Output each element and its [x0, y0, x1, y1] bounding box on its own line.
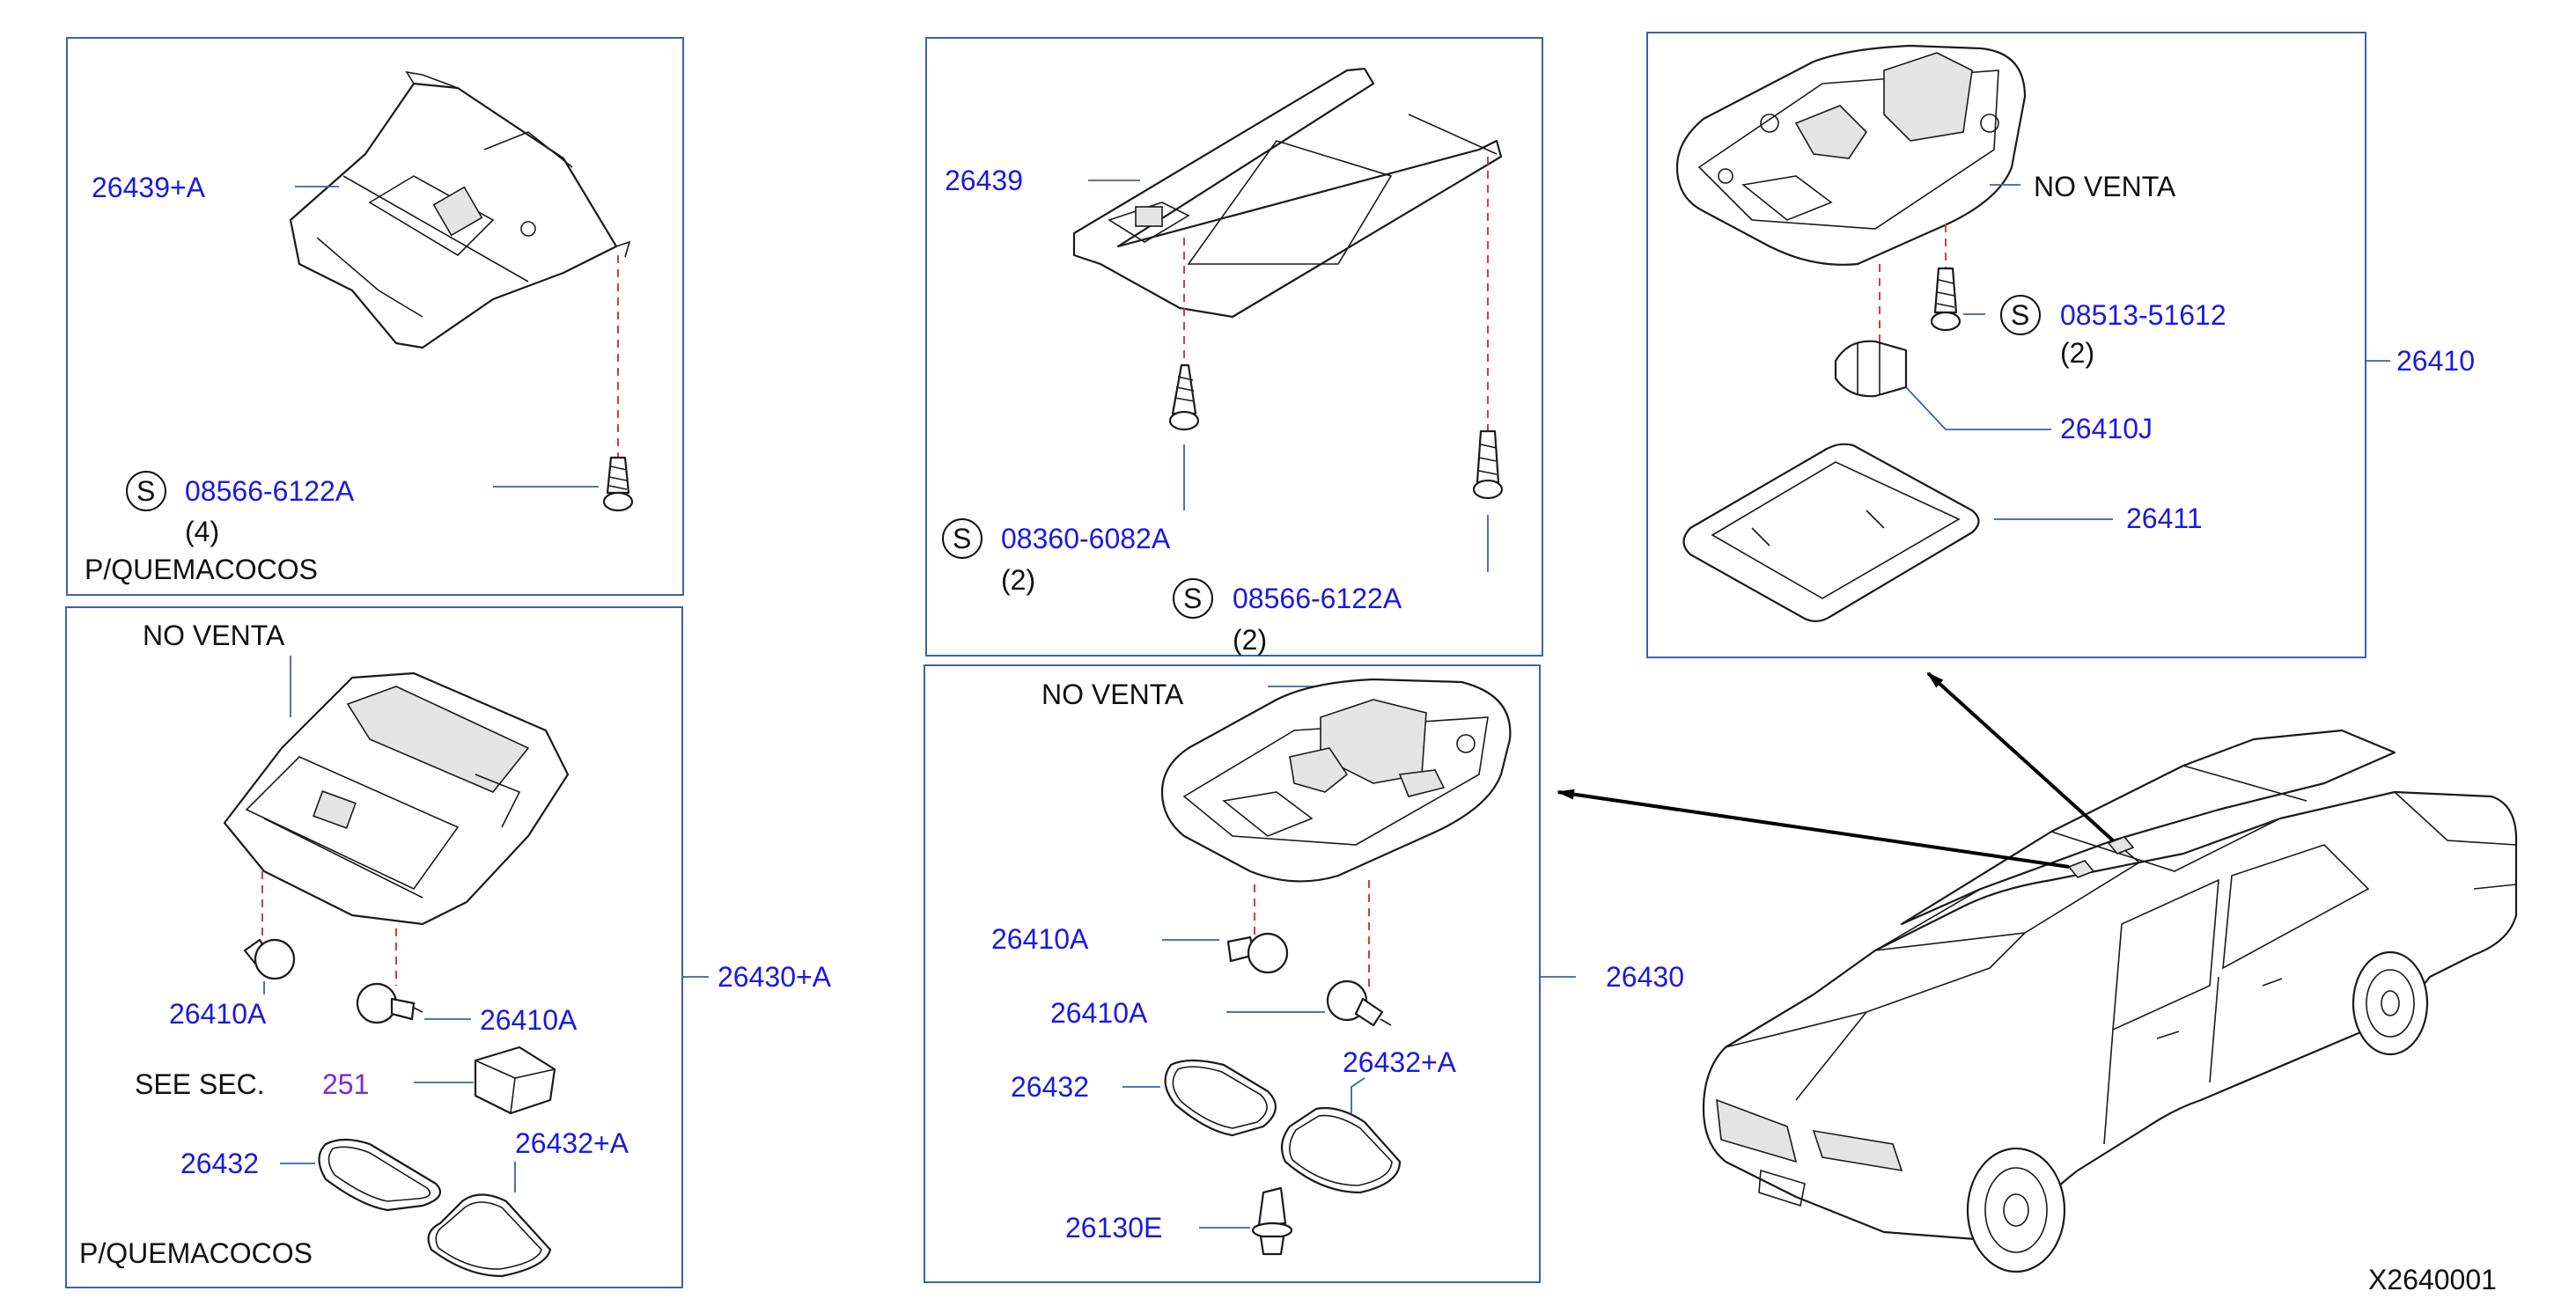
panel-top-left: 26439+A S 08566-6122A (4) P/QUEMACOCOS	[66, 37, 684, 596]
screw1-quantity: (2)	[1001, 564, 1035, 596]
bulb-left	[243, 938, 296, 980]
gasket-right	[427, 1193, 552, 1278]
note-p-quemacocos: P/QUEMACOCOS	[79, 1237, 313, 1269]
sunroof-lamp-housing	[223, 671, 570, 926]
screw-symbol: S	[136, 475, 155, 507]
bulb-26410j	[1834, 340, 1908, 398]
pointer-arrow-bottom-middle	[1557, 789, 2070, 869]
gasket-label-left: 26432	[1011, 1071, 1089, 1103]
assembly-label-26430: 26430	[1606, 961, 1684, 993]
sunroof-bracket-part	[289, 70, 631, 349]
lens-26411	[1682, 443, 1980, 622]
bulb-lower	[1326, 980, 1392, 1027]
bulb-upper	[1226, 932, 1289, 974]
screw-quantity: (4)	[185, 516, 219, 547]
note-no-venta: NO VENTA	[1041, 679, 1184, 710]
screw2-part-label: 08566-6122A	[1233, 583, 1402, 614]
screw2-quantity: (2)	[1233, 624, 1267, 656]
screw1-symbol: S	[953, 523, 971, 554]
bulb-right	[356, 982, 423, 1024]
roof-lamp-marker-front	[2107, 836, 2135, 855]
see-sec-link[interactable]: 251	[322, 1068, 369, 1100]
bulb-label-upper: 26410A	[991, 923, 1089, 955]
bulb-label-lower: 26410A	[1050, 997, 1148, 1029]
clip-26130e	[1251, 1186, 1293, 1256]
screw-08566	[602, 456, 634, 512]
note-p-quemacocos: P/QUEMACOCOS	[85, 554, 318, 585]
screw-part-label: 08566-6122A	[185, 475, 355, 507]
gasket-right-b	[1280, 1106, 1402, 1194]
screw-symbol: S	[2011, 299, 2029, 331]
gasket-left	[318, 1138, 442, 1212]
map-lamp-housing-b	[1160, 678, 1512, 883]
screw-08566b	[1472, 429, 1504, 500]
gasket-left-b	[1164, 1059, 1277, 1137]
gasket-label-right: 26432+A	[1343, 1046, 1457, 1078]
screw-part-label: 08513-51612	[2060, 299, 2226, 331]
screw-quantity: (2)	[2060, 337, 2094, 369]
lens-label-26411: 26411	[2126, 503, 2203, 534]
diagram-code: X2640001	[2368, 1264, 2497, 1295]
see-sec-text: SEE SEC.	[135, 1068, 265, 1100]
panel-bottom-left: NO VENTA 26410A 26410A SEE SEC	[65, 606, 832, 1288]
screw2-symbol: S	[1183, 583, 1202, 614]
gasket-label-left: 26432	[180, 1148, 259, 1179]
note-no-venta: NO VENTA	[2034, 171, 2176, 202]
pointer-arrow-top-right	[1926, 671, 2115, 842]
part-label-26439: 26439	[945, 165, 1023, 196]
screw-08513	[1930, 267, 1961, 332]
note-no-venta: NO VENTA	[143, 620, 285, 651]
part-label-26439a: 26439+A	[92, 172, 206, 203]
switch-part	[474, 1046, 556, 1115]
bulb-label-left: 26410A	[169, 998, 267, 1030]
sedan-illustration	[1702, 729, 2518, 1273]
clip-label-26130e: 26130E	[1065, 1212, 1162, 1244]
assembly-label-26410: 26410	[2396, 345, 2475, 377]
screw1-part-label: 08360-6082A	[1001, 523, 1171, 554]
panel-frame	[925, 37, 1543, 657]
panel-top-right: NO VENTA S 08513-51612 (2) 26410J 26411 …	[1646, 32, 2475, 658]
bulb-label-26410j: 26410J	[2060, 413, 2153, 444]
gasket-label-right: 26432+A	[515, 1127, 629, 1159]
screw-08360	[1168, 363, 1200, 431]
bracket-26439-part	[1072, 67, 1503, 319]
bulb-label-right: 26410A	[480, 1004, 578, 1036]
panel-bottom-middle: NO VENTA 26410A 26410A	[924, 664, 1684, 1283]
panel-frame	[66, 37, 684, 596]
panel-top-middle: 26439 S 08360-6082A (2) S 08566-6122A (2…	[925, 37, 1543, 657]
roof-lamp-marker-rear	[2067, 860, 2095, 878]
panel-frame	[1646, 32, 2366, 658]
assembly-label-26430a: 26430+A	[718, 961, 832, 993]
map-lamp-housing-part	[1675, 44, 2027, 266]
panel-frame	[924, 664, 1541, 1283]
panel-frame	[65, 606, 683, 1288]
